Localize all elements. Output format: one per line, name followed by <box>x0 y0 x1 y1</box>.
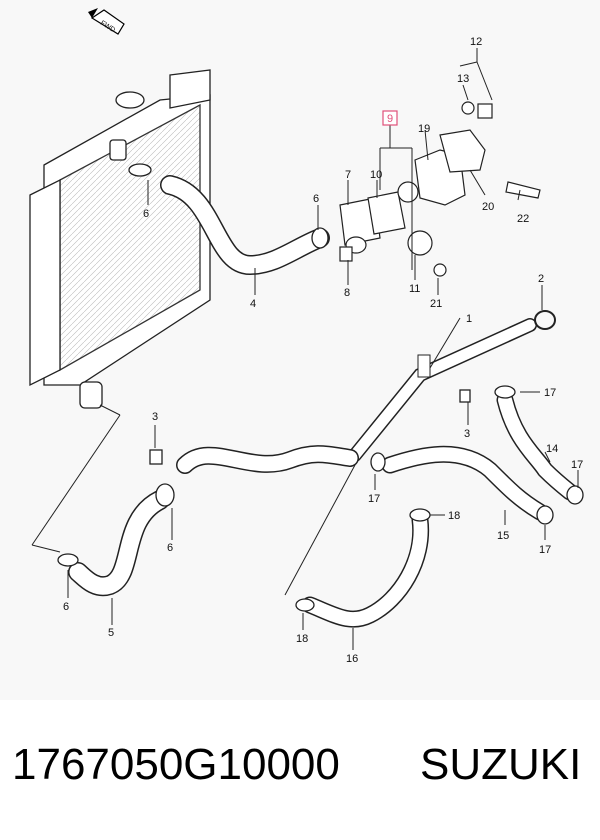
callout-6d: 6 <box>63 601 69 613</box>
callout-17a: 17 <box>544 387 556 399</box>
callout-21: 21 <box>430 298 442 310</box>
clamp-17c <box>566 485 584 505</box>
o-ring-2 <box>534 310 556 330</box>
bolt-3a <box>149 449 163 465</box>
callout-22: 22 <box>517 213 529 225</box>
callout-5: 5 <box>108 627 114 639</box>
callout-17d: 17 <box>539 544 551 556</box>
clamp-6b <box>311 227 329 249</box>
callout-6c: 6 <box>167 542 173 554</box>
callout-17c: 17 <box>571 459 583 471</box>
callout-18a: 18 <box>448 510 460 522</box>
callout-3b: 3 <box>464 428 470 440</box>
brand-name: SUZUKI <box>420 740 582 789</box>
callout-20: 20 <box>482 201 494 213</box>
callout-1: 1 <box>466 313 472 325</box>
callout-15: 15 <box>497 530 509 542</box>
cooling-system-diagram: FWD <box>29 8 584 665</box>
callout-14: 14 <box>546 443 558 455</box>
clamp-17b <box>370 452 386 472</box>
hose-16 <box>301 511 430 628</box>
clamp-6a <box>128 163 152 177</box>
callout-17b: 17 <box>368 493 380 505</box>
callout-6b: 6 <box>313 193 319 205</box>
clamp-17a <box>494 385 516 399</box>
callout-11: 11 <box>409 283 420 295</box>
callout-16: 16 <box>346 653 358 665</box>
fwd-arrow-icon: FWD <box>88 8 125 35</box>
leader-lines <box>31 48 579 650</box>
callout-8: 8 <box>344 287 350 299</box>
clamp-18a <box>409 508 431 522</box>
clamp-6d <box>57 553 79 567</box>
callout-9: 9 <box>387 113 393 125</box>
callout-13: 13 <box>457 73 469 85</box>
callout-10: 10 <box>370 169 382 181</box>
part-number: 1767050G10000 <box>12 740 340 789</box>
footer <box>0 700 600 840</box>
clamp-18b <box>295 598 315 612</box>
callout-4: 4 <box>250 298 256 310</box>
callout-6a: 6 <box>143 208 149 220</box>
callout-12: 12 <box>470 36 482 48</box>
radiator <box>29 69 211 409</box>
parts-diagram: FWD <box>29 8 584 665</box>
clamp-6c <box>155 483 175 507</box>
callout-9-highlight <box>382 110 398 126</box>
callout-labels: 12 13 9 19 7 10 20 22 6 6 8 11 21 4 2 1 … <box>63 36 583 665</box>
clamp-17d <box>536 505 554 525</box>
callout-3a: 3 <box>152 411 158 423</box>
bolt-3b <box>459 389 471 403</box>
callout-2: 2 <box>538 273 544 285</box>
thermostat-assembly <box>339 101 541 277</box>
callout-18b: 18 <box>296 633 308 645</box>
callout-19: 19 <box>418 123 430 135</box>
callout-7: 7 <box>345 169 351 181</box>
